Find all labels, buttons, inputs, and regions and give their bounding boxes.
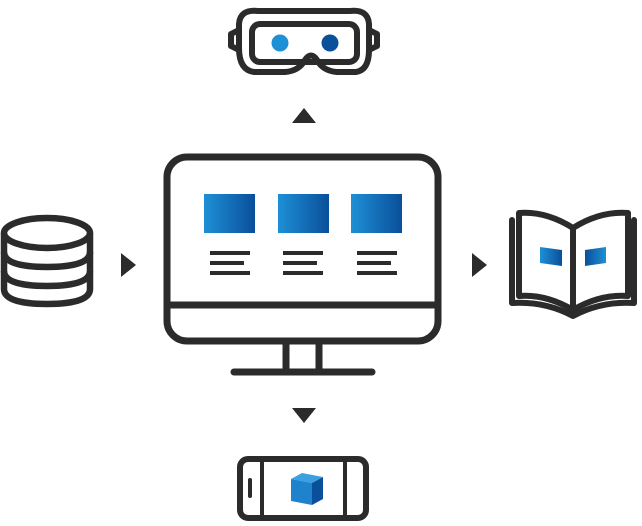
book-right-page-figure (585, 247, 606, 266)
cube-front-face (291, 479, 312, 505)
vr-headset-icon (228, 7, 380, 75)
arrow-up-icon (292, 108, 316, 123)
cube-top-face (291, 473, 323, 483)
arrow-right-from-database-icon (121, 253, 136, 277)
screen-tile-2 (278, 194, 329, 233)
desktop-monitor-icon (163, 153, 442, 376)
arrow-right-to-book-icon (472, 253, 487, 277)
arrow-down-icon (292, 408, 316, 423)
book-left-page-figure (540, 247, 562, 266)
open-book-icon (509, 209, 637, 319)
screen-tile-3 (351, 194, 402, 233)
monitor-frame (163, 153, 442, 345)
screen-text-lines (210, 251, 397, 275)
screen-tile-1 (204, 194, 255, 233)
database-icon (0, 214, 94, 308)
cube-side-face (312, 477, 323, 505)
smartphone-cube-icon (237, 456, 369, 521)
